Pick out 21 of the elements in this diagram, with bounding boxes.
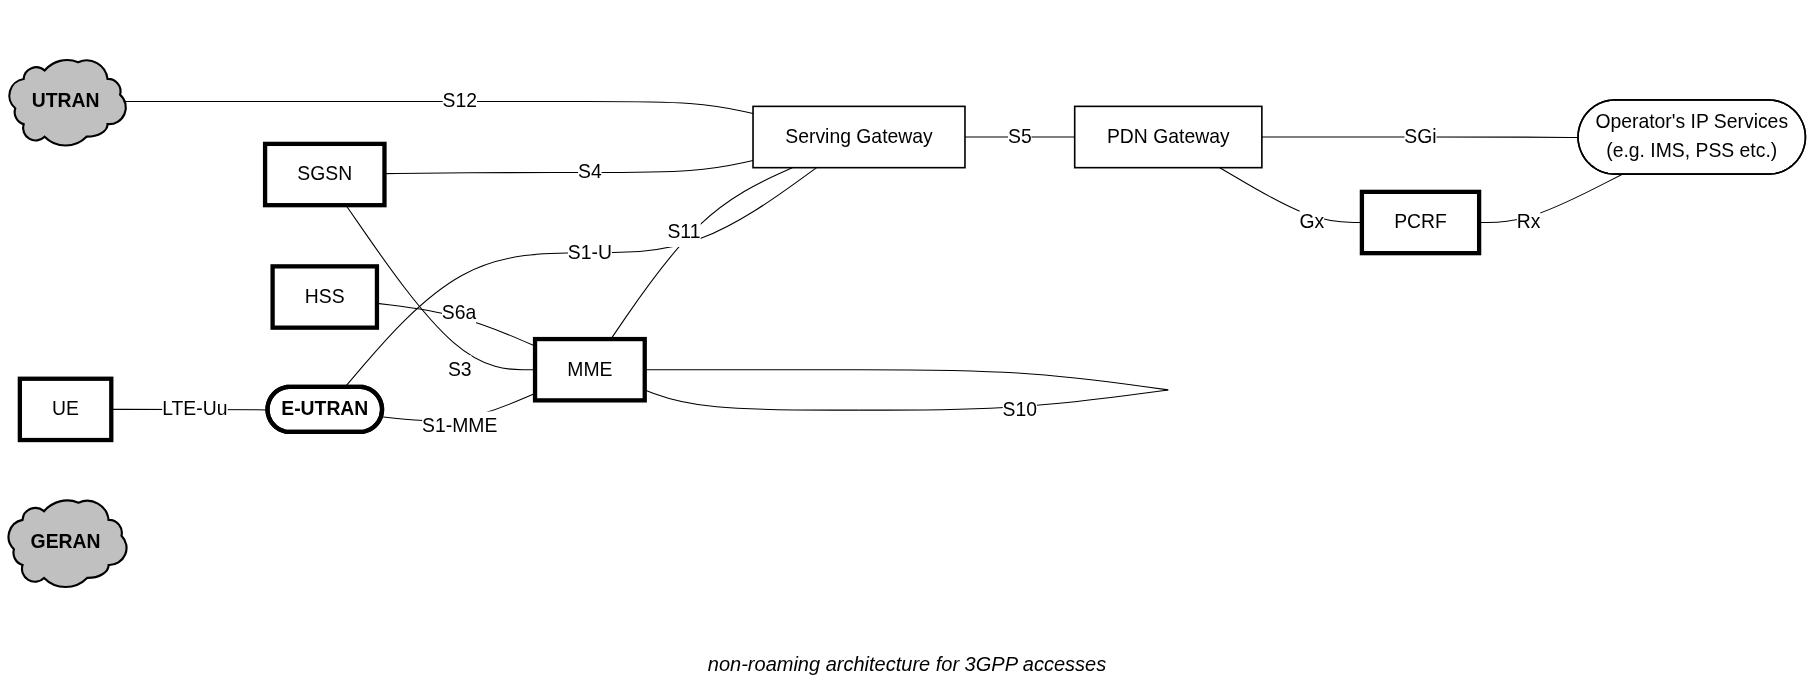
edge-label: S12 [442, 90, 477, 112]
edge-label: S6a [441, 302, 477, 324]
edge-label: S11 [667, 221, 701, 243]
edge-label: S3 [447, 358, 472, 380]
edge-label: S5 [1007, 125, 1032, 148]
caption: non-roaming architecture for 3GPP accesses [707, 652, 1107, 677]
node-box: PCRF [1359, 189, 1482, 256]
edge-label: S1-U [567, 241, 612, 263]
edge-label: S10 [1002, 398, 1038, 421]
node-box: Serving Gateway [752, 105, 966, 169]
node-box: UE [17, 376, 114, 443]
node-box: MME [532, 336, 647, 403]
node-box: HSS [270, 264, 380, 330]
edge-label: Gx [1299, 211, 1325, 233]
edge-label: S1-MME [422, 414, 498, 437]
edge-label: Rx [1516, 211, 1541, 233]
edge-label: SGi [1404, 125, 1437, 148]
edge-label: S4 [578, 161, 602, 183]
edge-label: LTE-Uu [162, 398, 228, 420]
node-box: PDN Gateway [1073, 105, 1263, 169]
node-box: SGSN [262, 141, 387, 208]
